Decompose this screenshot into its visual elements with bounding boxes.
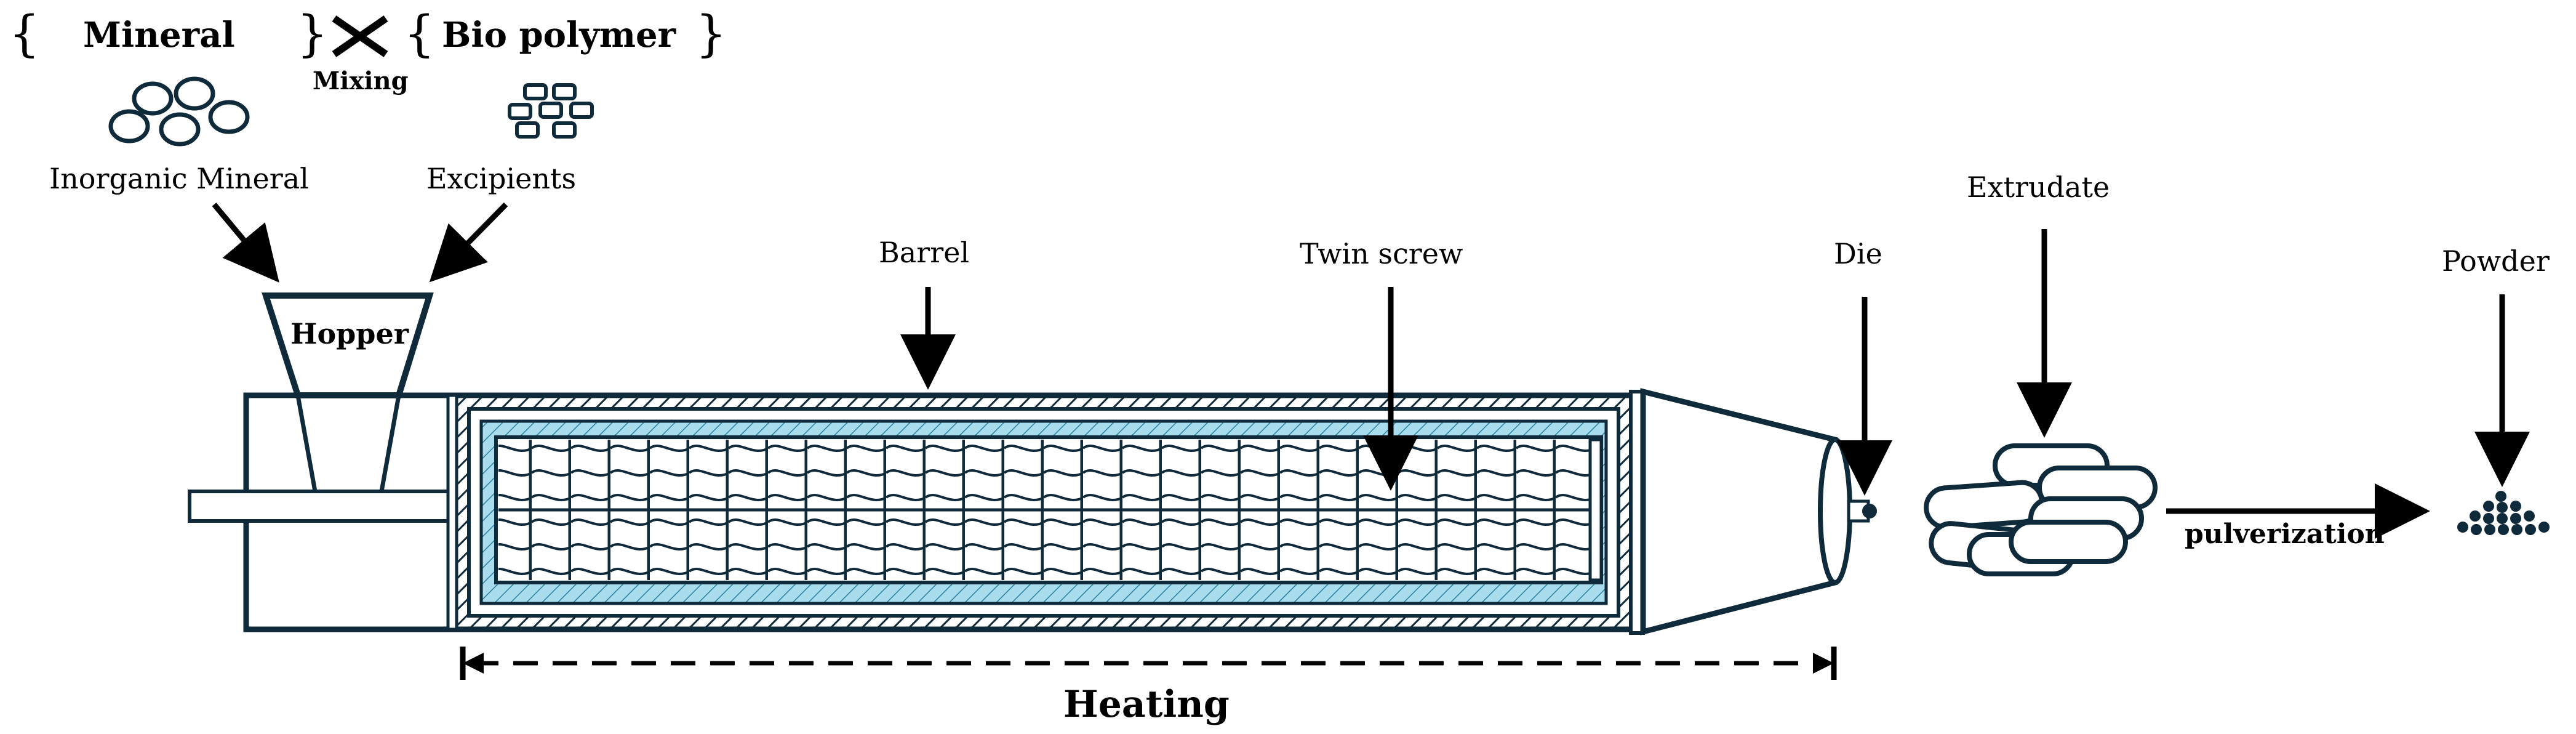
barrel-label: Barrel bbox=[879, 236, 969, 269]
input-materials: { Mineral } Mixing { Bio polymer } bbox=[9, 5, 727, 283]
pulverization-label: pulverization bbox=[2185, 518, 2385, 550]
screw-end-plate bbox=[1588, 438, 1603, 582]
right-brace-open: { bbox=[404, 5, 435, 62]
hopper-label: Hopper bbox=[290, 317, 409, 350]
heating-span bbox=[460, 647, 1837, 680]
left-brace-close: } bbox=[297, 5, 328, 62]
right-brace-close: } bbox=[695, 5, 727, 62]
heating-label: Heating bbox=[1063, 683, 1230, 726]
extruder: Hopper bbox=[188, 292, 1877, 635]
excipient-particles-icon bbox=[508, 83, 594, 139]
powder-label: Powder bbox=[2442, 244, 2550, 278]
hopper bbox=[262, 292, 434, 492]
die-cone bbox=[1629, 388, 1877, 635]
extrudate-label: Extrudate bbox=[1967, 171, 2110, 204]
extrudate-pellets-icon bbox=[1924, 443, 2158, 576]
die-label: Die bbox=[1834, 237, 1882, 270]
mineral-to-hopper-arrow bbox=[212, 203, 279, 283]
left-brace-open: { bbox=[9, 5, 40, 62]
powder-pile-icon bbox=[2457, 491, 2550, 535]
excipients-label: Excipients bbox=[426, 162, 576, 195]
mineral-label: Mineral bbox=[83, 15, 235, 55]
excipients-to-hopper-arrow bbox=[429, 202, 508, 283]
twin-screw-label: Twin screw bbox=[1300, 237, 1463, 270]
bio-polymer-label: Bio polymer bbox=[442, 15, 677, 55]
mixing-label: Mixing bbox=[313, 67, 409, 95]
mixing-x-icon bbox=[332, 15, 388, 57]
mineral-particles-icon bbox=[108, 76, 250, 147]
inorganic-mineral-label: Inorganic Mineral bbox=[49, 162, 309, 195]
